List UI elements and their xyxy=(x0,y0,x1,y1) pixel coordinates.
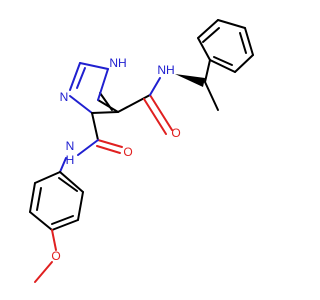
methoxyphenyl-ring xyxy=(29,171,84,283)
bond-c2-n3 xyxy=(69,62,81,91)
amide-h-left-label: H xyxy=(66,153,75,167)
bond-ar-2-double xyxy=(36,187,42,211)
bond-ph-5 xyxy=(234,54,254,73)
bond-carbonyl-o-right-double xyxy=(143,98,167,135)
amide-nh-right-label: NH xyxy=(157,63,174,77)
bond-ar-2 xyxy=(29,182,36,213)
bond-ph-1 xyxy=(197,37,211,61)
bond-ar-6 xyxy=(59,171,84,193)
bond-ph-3 xyxy=(217,19,246,29)
bond-c4-carbonyl xyxy=(91,112,99,141)
left-carboxamide xyxy=(59,112,123,173)
bond-n-aryl xyxy=(59,157,67,173)
ether-o-label: O xyxy=(51,249,60,263)
wedge-bond-chiral xyxy=(175,74,205,87)
bond-ar-5 xyxy=(77,191,84,221)
bond-ph-2-double xyxy=(202,27,220,43)
bond-ph-4 xyxy=(244,27,254,56)
bond-ar-o xyxy=(51,229,57,251)
bond-ph-6-double xyxy=(213,56,233,66)
atom-labels: NH N NH O N H O O xyxy=(51,56,180,263)
bond-carbonyl-n-left xyxy=(77,139,99,156)
bond-carbonyl-o-right xyxy=(149,94,173,131)
bond-n1-c2 xyxy=(79,62,109,70)
bond-n1-c5 xyxy=(97,68,109,101)
bond-ar-4-double xyxy=(51,215,74,225)
imidazole-n-label: N xyxy=(60,90,69,104)
bond-carbonyl-n-right xyxy=(149,77,161,96)
amide-o-right-label: O xyxy=(171,126,180,140)
bond-chiral-phenyl xyxy=(204,59,211,83)
imidazole-ring xyxy=(69,62,119,114)
bond-o-methyl xyxy=(34,261,53,283)
bond-c4-c5-double xyxy=(99,92,113,111)
bond-ar-6-double xyxy=(58,177,78,192)
right-carboxamide xyxy=(117,59,219,135)
phenyl-ring xyxy=(197,19,254,73)
imidazole-nh-label: NH xyxy=(109,56,126,70)
bond-carbonyl-o-left xyxy=(97,139,123,148)
bond-ph-2 xyxy=(197,19,219,39)
bond-ph-4-double xyxy=(239,32,247,54)
bond-c4-c5b xyxy=(91,111,119,114)
bond-n3-c4 xyxy=(69,95,93,114)
amide-o-left-label: O xyxy=(123,145,132,159)
bond-ar-1 xyxy=(34,171,61,184)
bond-ar-3 xyxy=(29,211,53,231)
bond-ph-6 xyxy=(209,59,236,73)
molecule-structure: NH N NH O N H O O xyxy=(29,19,254,283)
amide-n-left-label: N xyxy=(66,139,75,153)
bond-chiral-methyl xyxy=(204,81,219,111)
bond-carbonyl-o-left-double xyxy=(96,145,121,154)
bond-c2-n3-double xyxy=(76,67,86,89)
bond-c5-carbonyl xyxy=(117,94,151,113)
bond-ar-4 xyxy=(51,219,79,231)
